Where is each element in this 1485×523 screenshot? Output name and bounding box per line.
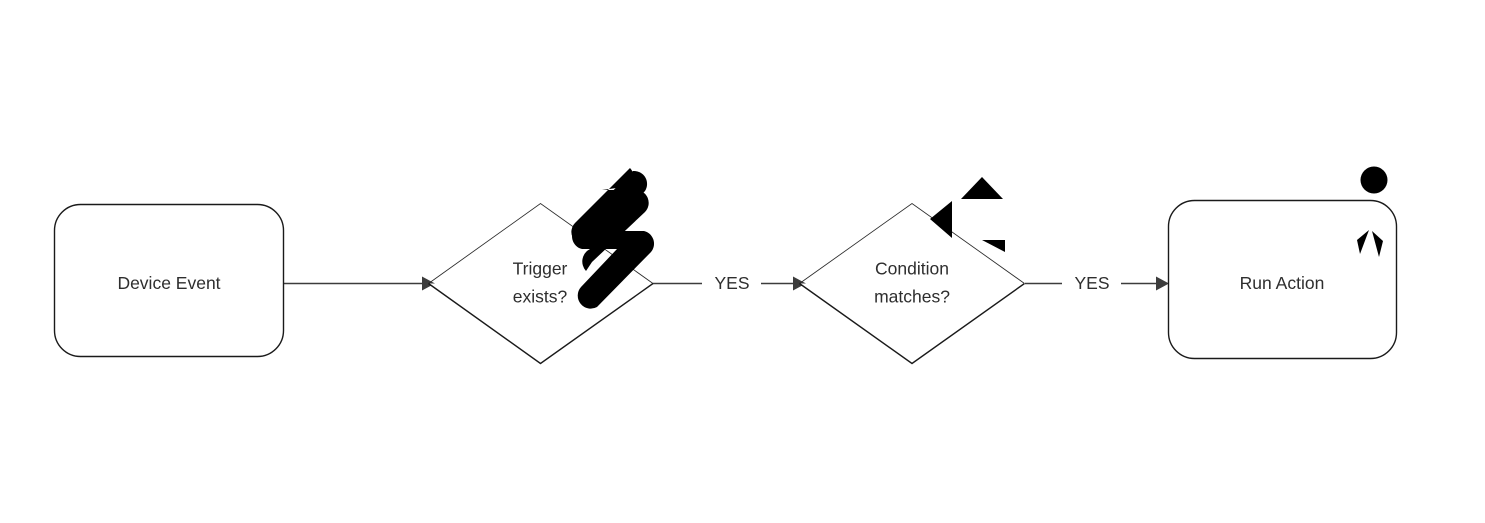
edge-label-yes-1: YES	[714, 273, 749, 293]
edge-trigger-to-condition: YES	[653, 273, 806, 293]
node-device-event[interactable]: Device Event	[53, 203, 285, 358]
lightning-bolt-icon	[571, 168, 655, 309]
condition-label-line1: Condition	[875, 259, 949, 279]
node-run-action[interactable]: Run Action	[1167, 199, 1398, 360]
trigger-label-line1: Trigger	[513, 259, 568, 279]
device-event-label: Device Event	[117, 273, 220, 293]
condition-diamond-upper-edges	[799, 202, 1025, 284]
edge-condition-to-action: YES	[1025, 273, 1169, 293]
condition-diamond-lower-edges[interactable]	[799, 282, 1025, 365]
device-event-box[interactable]	[53, 203, 285, 358]
running-person-icon	[1337, 166, 1393, 257]
edge-device-event-to-trigger	[284, 276, 435, 291]
branch-arrow-icon	[930, 177, 1005, 252]
node-condition-matches[interactable]: Condition matches?	[799, 202, 1025, 365]
run-action-box[interactable]	[1167, 199, 1398, 360]
run-action-label: Run Action	[1240, 273, 1325, 293]
edge-label-yes-2: YES	[1074, 273, 1109, 293]
edge-3-arrowhead	[1156, 276, 1169, 291]
condition-label-line2: matches?	[874, 287, 950, 307]
trigger-label-line2: exists?	[513, 287, 568, 307]
